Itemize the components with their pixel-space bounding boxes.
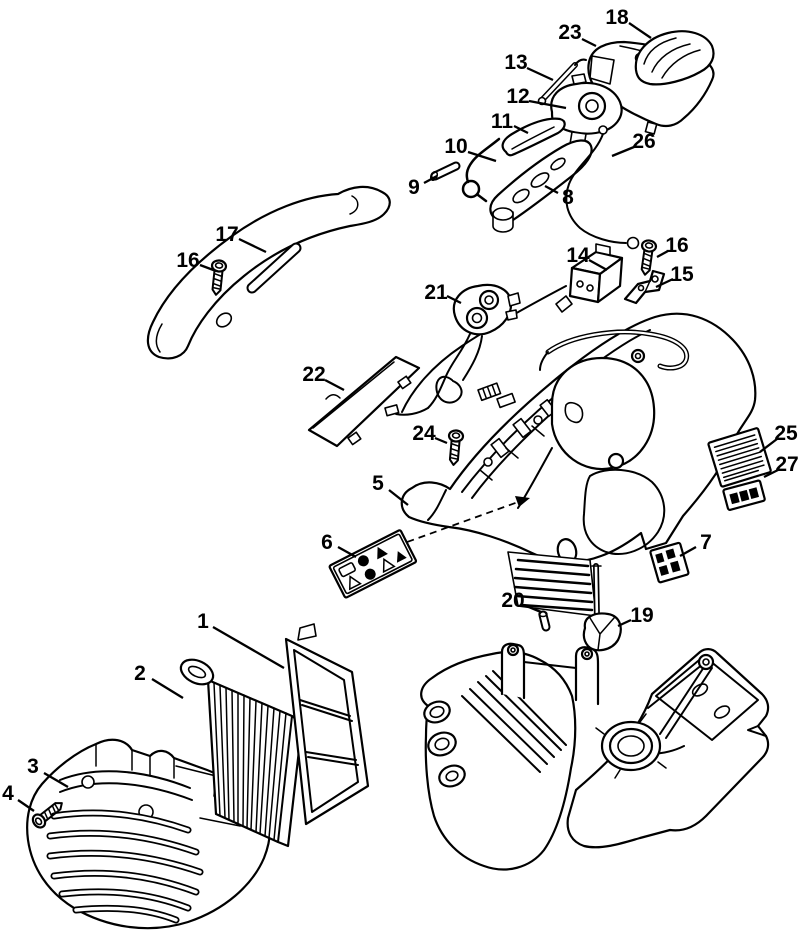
- callout-label-9: 9: [408, 176, 420, 199]
- leader-line-4: [17, 799, 35, 812]
- part-12-throttle-housing: [550, 73, 623, 147]
- leader-line-15: [655, 277, 674, 289]
- exhaust-vent-grille: [507, 551, 597, 617]
- leader-line-22: [324, 378, 345, 392]
- leader-line-16: [656, 249, 669, 259]
- part-11-interlock-lever: [501, 117, 566, 157]
- part-18-starter-grip-guard: [634, 30, 715, 86]
- callout-label-10: 10: [444, 135, 467, 158]
- callout-label-20: 20: [501, 589, 524, 612]
- leader-line-27: [763, 468, 779, 479]
- leader-line-5: [388, 489, 409, 506]
- part-21-contact-spring-plate: [384, 283, 521, 417]
- leader-line-24: [434, 436, 448, 445]
- fuel-tank-body: [566, 648, 770, 849]
- callout-label-13: 13: [504, 51, 527, 74]
- part-27-brand-label: [722, 479, 766, 511]
- leader-line-3: [43, 772, 69, 788]
- callout-label-15: 15: [670, 263, 694, 286]
- callout-label-21: 21: [424, 281, 448, 304]
- callout-label-27: 27: [775, 453, 798, 476]
- part-20-sleeve: [538, 610, 551, 632]
- part-3-filter-cover: [26, 738, 271, 930]
- leader-line-6: [337, 545, 357, 559]
- callout-label-19: 19: [630, 604, 653, 627]
- leader-line-20: [523, 603, 542, 614]
- part-17-handle-molding: [146, 185, 391, 360]
- callout-label-16: 16: [176, 249, 199, 272]
- part-10-torsion-spring: [461, 137, 501, 203]
- leader-line-12: [528, 99, 567, 110]
- callout-label-23: 23: [558, 21, 581, 44]
- callout-label-14: 14: [566, 244, 590, 267]
- leader-line-2: [151, 678, 184, 699]
- cylinder-dome: [550, 356, 656, 471]
- callout-label-8: 8: [562, 186, 574, 209]
- callout-label-2: 2: [134, 662, 146, 685]
- part-15-bracket: [623, 269, 666, 305]
- part-7-info-sticker: [649, 541, 690, 584]
- part-8-throttle-trigger: [489, 139, 593, 233]
- leader-line-9: [423, 174, 438, 185]
- callout-label-26: 26: [632, 130, 655, 153]
- leader-line-10: [467, 150, 497, 163]
- part-13-link-rod: [537, 58, 587, 106]
- leader-line-25: [759, 438, 778, 453]
- leader-line-8: [544, 184, 559, 195]
- part-2-air-filter-element: [179, 658, 304, 848]
- part-1-filter-frame: [284, 623, 370, 826]
- part-22-cover-plate: [307, 355, 421, 448]
- leader-line-23: [581, 37, 597, 48]
- part-24-screw: [445, 428, 465, 467]
- callout-label-17: 17: [215, 223, 238, 246]
- crankcase: [420, 650, 577, 871]
- callout-label-3: 3: [27, 755, 39, 778]
- callout-label-11: 11: [491, 110, 514, 133]
- leader-line-16: [199, 263, 217, 273]
- assembly-direction-arrow: [395, 496, 530, 547]
- leader-line-11: [513, 124, 529, 135]
- leader-line-1: [212, 626, 285, 669]
- leader-line-14: [588, 258, 608, 272]
- part-5-shroud-housing: [395, 312, 757, 617]
- callout-label-24: 24: [412, 422, 436, 445]
- callout-label-12: 12: [506, 85, 529, 108]
- callout-label-22: 22: [302, 363, 325, 386]
- callout-label-25: 25: [774, 422, 798, 445]
- part-19-choke-knob: [582, 563, 622, 652]
- callout-label-16: 16: [665, 234, 688, 257]
- callout-label-7: 7: [700, 531, 712, 554]
- leader-line-19: [617, 618, 632, 628]
- leader-line-7: [679, 545, 697, 558]
- leader-line-26: [611, 145, 635, 158]
- part-14-switch-block: [555, 243, 624, 313]
- throttle-cable: [401, 285, 567, 413]
- leader-line-21: [446, 294, 462, 305]
- engine-tank-assembly: [420, 642, 770, 871]
- callout-label-6: 6: [321, 531, 333, 554]
- leader-line-13: [526, 66, 554, 82]
- leader-line-18: [628, 22, 652, 39]
- part-6-safety-sticker: [328, 529, 418, 599]
- leader-line-17: [238, 237, 267, 254]
- callout-label-4: 4: [2, 782, 14, 805]
- part-26-wire-harness-cable: [565, 125, 640, 250]
- callout-label-18: 18: [605, 6, 629, 29]
- callout-label-1: 1: [197, 610, 209, 633]
- callout-label-5: 5: [372, 472, 384, 495]
